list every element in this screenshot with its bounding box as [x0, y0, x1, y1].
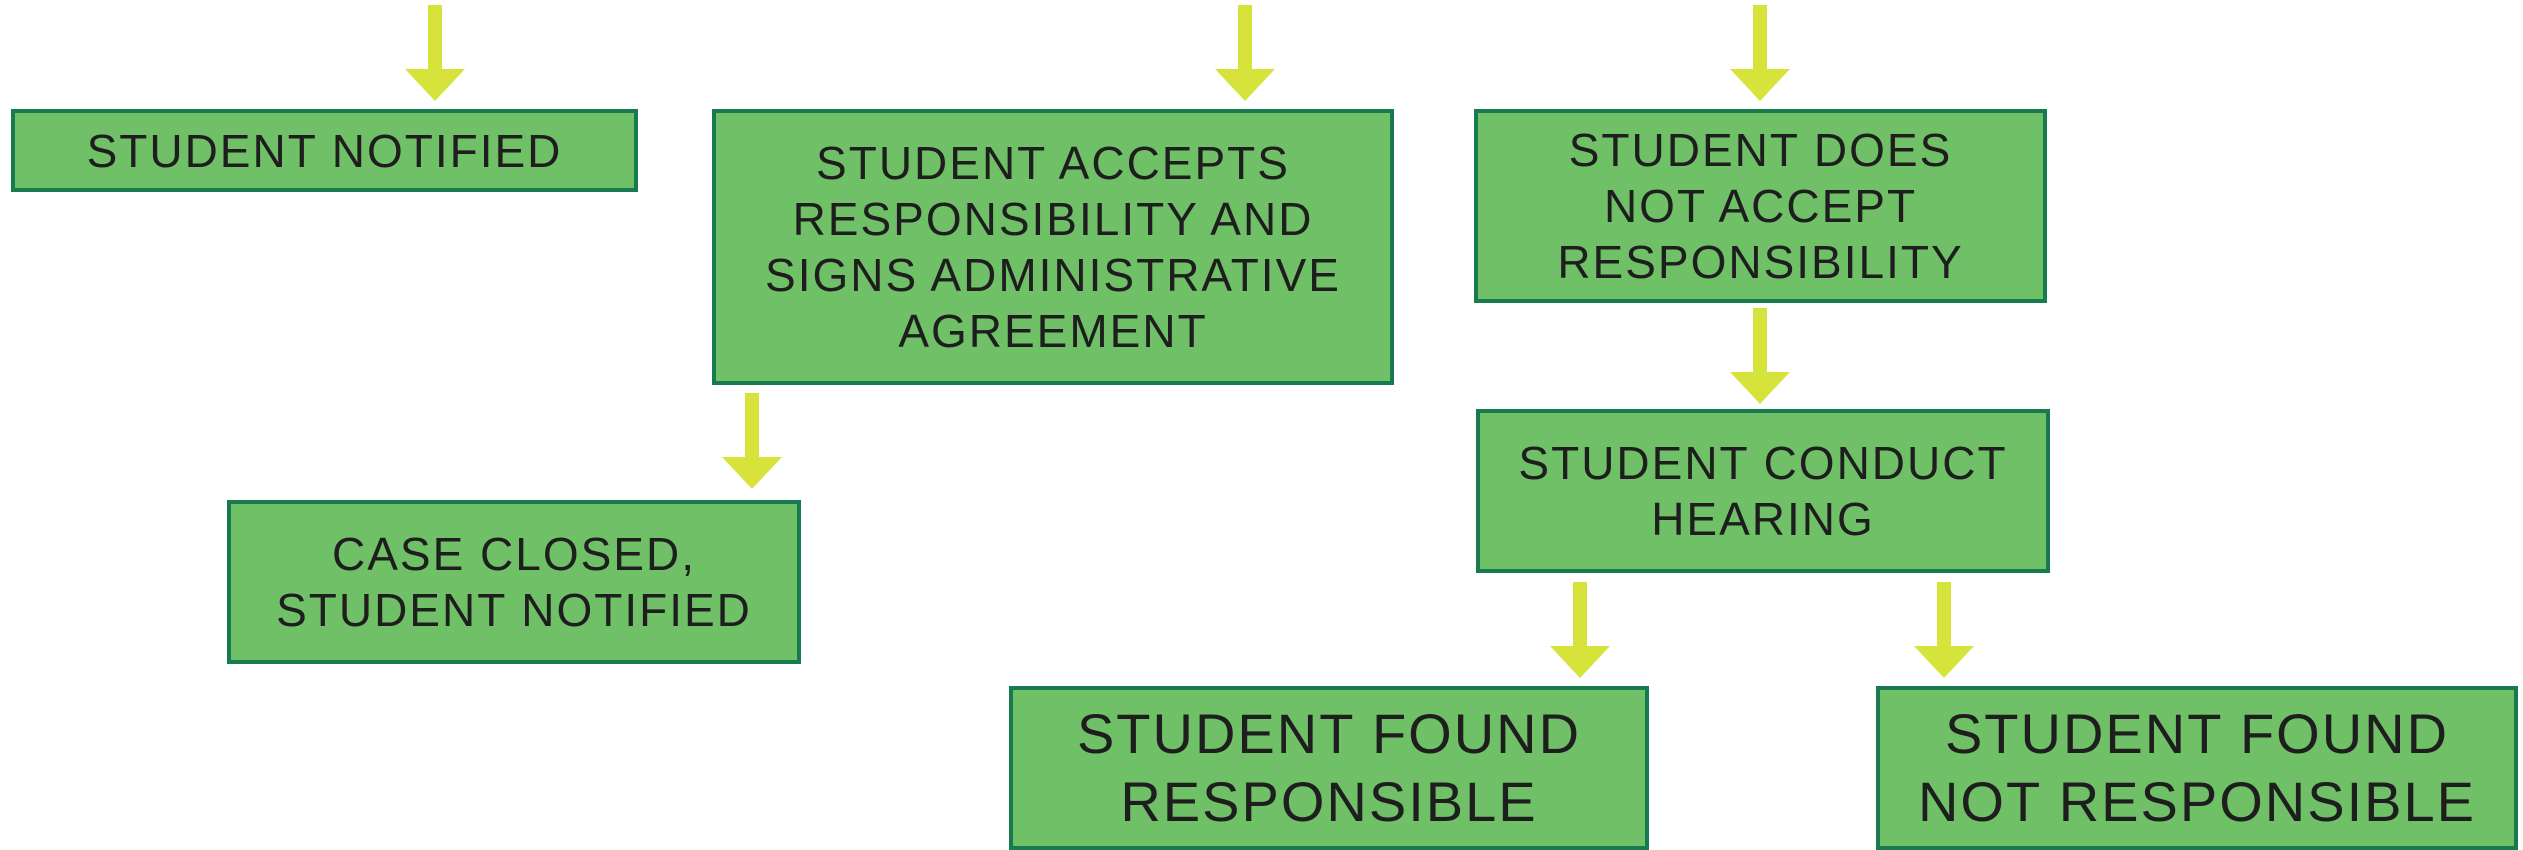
node-student-found-responsible: STUDENT FOUND RESPONSIBLE	[1009, 686, 1649, 850]
arrow-accepts-to-case-closed	[722, 393, 782, 489]
node-case-closed: CASE CLOSED, STUDENT NOTIFIED	[227, 500, 801, 664]
node-student-notified: STUDENT NOTIFIED	[11, 109, 638, 192]
arrow-does-not-accept-to-hearing	[1730, 308, 1790, 404]
arrow-hearing-to-found-responsible	[1550, 582, 1610, 678]
arrow-into-student-does-not-accept	[1730, 5, 1790, 101]
arrow-hearing-to-found-not-responsible	[1914, 582, 1974, 678]
node-student-accepts-responsibility: STUDENT ACCEPTS RESPONSIBILITY AND SIGNS…	[712, 109, 1394, 385]
node-student-found-not-responsible: STUDENT FOUND NOT RESPONSIBLE	[1876, 686, 2518, 850]
arrow-into-student-accepts	[1215, 5, 1275, 101]
node-student-does-not-accept-responsibility: STUDENT DOES NOT ACCEPT RESPONSIBILITY	[1474, 109, 2047, 303]
node-student-conduct-hearing: STUDENT CONDUCT HEARING	[1476, 409, 2050, 573]
arrow-into-student-notified	[405, 5, 465, 101]
